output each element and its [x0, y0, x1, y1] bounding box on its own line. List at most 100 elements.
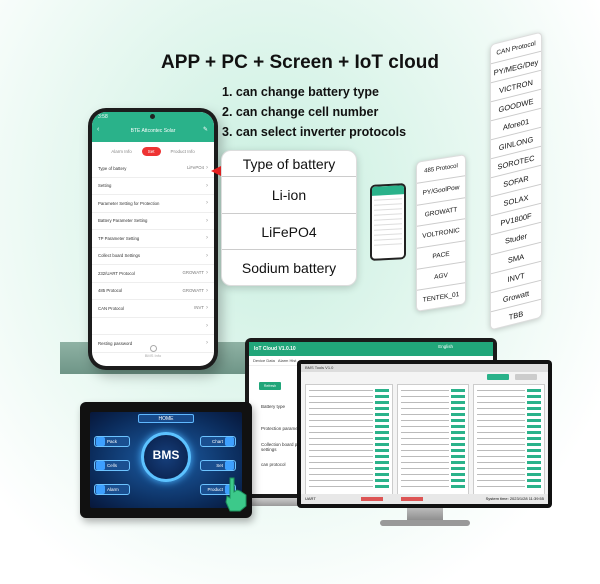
parameter-value-chip[interactable]	[527, 413, 541, 416]
set-button[interactable]: Set	[200, 460, 236, 471]
pack-button[interactable]: Pack	[94, 436, 130, 447]
parameter-value-chip[interactable]	[375, 389, 389, 392]
parameter-value-chip[interactable]	[375, 443, 389, 446]
parameter-value-chip[interactable]	[527, 431, 541, 434]
parameter-value-chip[interactable]	[375, 407, 389, 410]
settings-row[interactable]: TP Parameter Setting›	[92, 230, 214, 248]
feature-item: 1. can change battery type	[222, 85, 380, 99]
parameter-value-chip[interactable]	[527, 395, 541, 398]
tab-product-info[interactable]: Product Info	[170, 149, 195, 154]
parameter-value-chip[interactable]	[451, 473, 465, 476]
parameter-value-chip[interactable]	[375, 431, 389, 434]
parameter-value-chip[interactable]	[451, 479, 465, 482]
alarm-icon	[96, 485, 105, 494]
pointer-arrow-icon	[211, 166, 221, 176]
parameter-value-chip[interactable]	[527, 455, 541, 458]
parameter-value-chip[interactable]	[451, 407, 465, 410]
settings-row[interactable]: Battery Parameter Setting›	[92, 213, 214, 230]
app-title: BTE Attcontec Solar	[130, 128, 176, 134]
parameter-value-chip[interactable]	[527, 437, 541, 440]
settings-row-label: TP Parameter Setting	[98, 235, 140, 241]
tab-set[interactable]: Set	[141, 147, 161, 156]
edit-icon[interactable]: ✎	[202, 127, 208, 133]
battery-option[interactable]: Sodium battery	[241, 260, 337, 277]
tab-alarm-hist[interactable]: Alarm Hist	[277, 358, 297, 363]
parameter-value-chip[interactable]	[375, 437, 389, 440]
parameter-value-chip[interactable]	[527, 407, 541, 410]
cells-button[interactable]: Cells	[94, 460, 130, 471]
back-arrow-icon[interactable]: ‹	[97, 126, 100, 133]
app-footer[interactable]: BMS Info	[92, 345, 214, 358]
refresh-button[interactable]: Refresh	[259, 382, 281, 390]
battery-option[interactable]: Li-ion	[222, 177, 356, 214]
parameter-row-line	[401, 426, 449, 427]
parameter-value-chip[interactable]	[527, 425, 541, 428]
parameter-value-chip[interactable]	[451, 425, 465, 428]
tab-alarm-info[interactable]: Alarm Info	[111, 149, 132, 154]
parameter-value-chip[interactable]	[375, 485, 389, 488]
parameter-value-chip[interactable]	[527, 389, 541, 392]
parameter-value-chip[interactable]	[375, 449, 389, 452]
parameter-value-chip[interactable]	[451, 431, 465, 434]
home-title: HOME	[138, 414, 194, 423]
parameter-value-chip[interactable]	[527, 461, 541, 464]
parameter-row-line	[477, 462, 525, 463]
battery-option[interactable]: LiFePO4	[222, 214, 356, 251]
parameter-value-chip[interactable]	[527, 449, 541, 452]
settings-button[interactable]	[515, 374, 537, 380]
write-button[interactable]	[401, 497, 423, 501]
parameter-value-chip[interactable]	[375, 395, 389, 398]
touch-hand-icon	[225, 477, 247, 512]
alarm-button[interactable]: Alarm	[94, 484, 130, 495]
settings-row[interactable]: Resting password›	[92, 335, 214, 353]
settings-row-value-wrap: ›	[204, 218, 208, 224]
parameter-value-chip[interactable]	[451, 419, 465, 422]
language-select[interactable]: English	[438, 344, 453, 349]
settings-row[interactable]: Parameter Setting for Protection›	[92, 195, 214, 213]
parameter-value-chip[interactable]	[375, 461, 389, 464]
parameter-value-chip[interactable]	[375, 479, 389, 482]
parameter-value-chip[interactable]	[451, 437, 465, 440]
parameter-value-chip[interactable]	[451, 461, 465, 464]
parameter-value-chip[interactable]	[375, 425, 389, 428]
parameter-value-chip[interactable]	[451, 443, 465, 446]
parameter-value-chip[interactable]	[451, 401, 465, 404]
settings-row[interactable]: Collect board Settings›	[92, 248, 214, 265]
settings-row[interactable]: ›	[92, 318, 214, 335]
connect-button[interactable]	[487, 374, 509, 380]
gear-icon	[225, 461, 234, 470]
parameter-value-chip[interactable]	[527, 443, 541, 446]
parameter-value-chip[interactable]	[451, 467, 465, 470]
parameter-value-chip[interactable]	[375, 455, 389, 458]
chevron-right-icon: ›	[206, 270, 208, 277]
parameter-value-chip[interactable]	[451, 395, 465, 398]
parameter-value-chip[interactable]	[375, 419, 389, 422]
parameter-value-chip[interactable]	[527, 401, 541, 404]
parameter-value-chip[interactable]	[375, 467, 389, 470]
parameter-value-chip[interactable]	[451, 389, 465, 392]
parameter-value-chip[interactable]	[527, 479, 541, 482]
parameter-value-chip[interactable]	[527, 467, 541, 470]
parameter-value-chip[interactable]	[451, 485, 465, 488]
parameter-row-line	[401, 432, 449, 433]
parameter-row-line	[309, 450, 373, 451]
headline: APP + PC + Screen + IoT cloud	[161, 52, 439, 73]
parameter-value-chip[interactable]	[375, 401, 389, 404]
settings-row[interactable]: Setting›	[92, 178, 214, 195]
chart-button[interactable]: Chart	[200, 436, 236, 447]
parameter-value-chip[interactable]	[451, 449, 465, 452]
parameter-value-chip[interactable]	[527, 485, 541, 488]
parameter-value-chip[interactable]	[375, 413, 389, 416]
bms-center-label: BMS	[152, 448, 180, 462]
parameter-value-chip[interactable]	[527, 419, 541, 422]
parameter-value-chip[interactable]	[527, 473, 541, 476]
read-button[interactable]	[361, 497, 383, 501]
parameter-value-chip[interactable]	[375, 473, 389, 476]
tab-device-data[interactable]: Device Data	[253, 358, 275, 363]
parameter-value-chip[interactable]	[451, 455, 465, 458]
parameter-value-chip[interactable]	[451, 413, 465, 416]
